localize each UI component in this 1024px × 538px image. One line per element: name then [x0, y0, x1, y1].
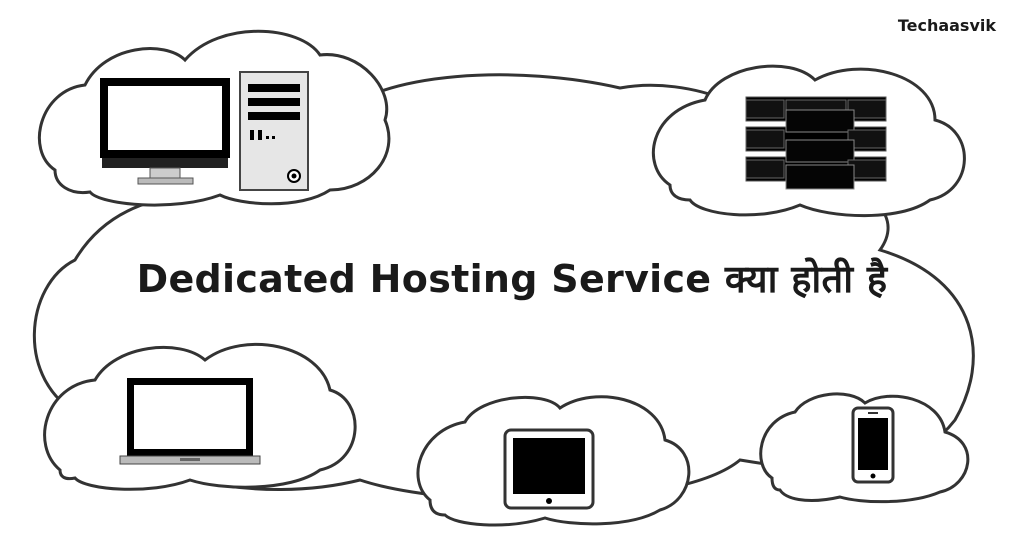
smartphone-icon	[851, 406, 895, 484]
laptop-icon	[119, 378, 261, 465]
desktop-computer-icon	[100, 71, 309, 191]
tablet-icon	[503, 428, 595, 510]
server-rack-icon	[745, 96, 887, 190]
brand-name: Techaasvik	[897, 16, 996, 35]
page-title: Dedicated Hosting Service क्या होती है	[136, 257, 888, 301]
